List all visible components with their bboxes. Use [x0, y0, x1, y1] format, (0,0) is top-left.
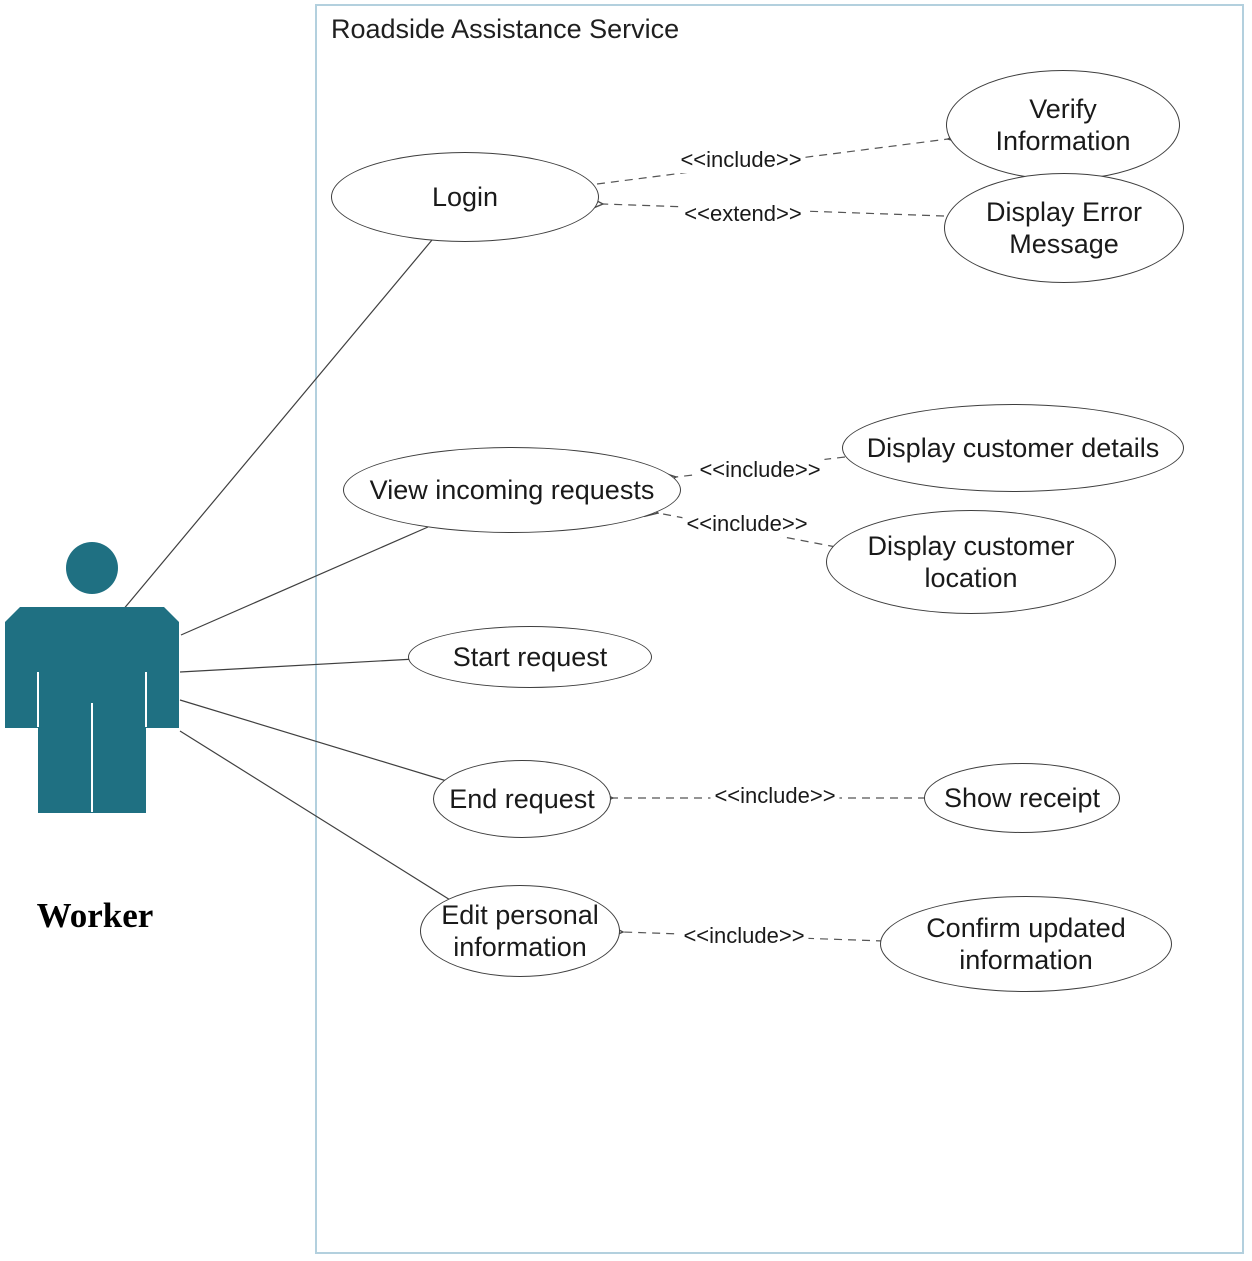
system-title: Roadside Assistance Service: [331, 14, 680, 44]
use-case-label: Start request: [452, 642, 608, 672]
use-case-verify-information[interactable]: Verify Information: [946, 70, 1180, 180]
use-case-label: End request: [449, 784, 595, 814]
association-worker-login: [121, 239, 433, 612]
stereotype-extend-label: <<extend>>: [680, 201, 806, 227]
use-case-view-incoming-requests[interactable]: View incoming requests: [343, 447, 681, 533]
use-case-label: Display customer location: [867, 531, 1075, 593]
use-case-login[interactable]: Login: [331, 152, 599, 242]
use-case-display-error-message[interactable]: Display Error Message: [944, 173, 1184, 283]
system-boundary: [315, 4, 1244, 1254]
association-worker-start-request: [179, 658, 416, 673]
use-case-label: Verify Information: [995, 94, 1131, 156]
use-case-label: Display Error Message: [985, 197, 1143, 259]
use-case-edit-personal-information[interactable]: Edit personal information: [420, 885, 620, 977]
association-worker-view-requests: [180, 526, 429, 636]
use-case-start-request[interactable]: Start request: [408, 626, 652, 688]
use-case-label: Edit personal information: [441, 900, 599, 962]
use-case-display-customer-details[interactable]: Display customer details: [842, 404, 1184, 492]
use-case-show-receipt[interactable]: Show receipt: [924, 763, 1120, 833]
use-case-label: Confirm updated information: [926, 913, 1126, 975]
use-case-confirm-updated-information[interactable]: Confirm updated information: [880, 896, 1172, 992]
stereotype-include-label: <<include>>: [695, 457, 825, 483]
stereotype-include-label: <<include>>: [679, 923, 809, 949]
use-case-label: Display customer details: [866, 433, 1160, 463]
association-worker-end-request: [179, 699, 451, 783]
stereotype-include-label: <<include>>: [676, 147, 806, 173]
actor-associations: [121, 239, 456, 904]
use-case-display-customer-location[interactable]: Display customer location: [826, 510, 1116, 614]
include-login-verify-information: [596, 139, 948, 185]
association-worker-edit-info: [179, 730, 456, 904]
actor-head: [66, 542, 118, 594]
use-case-label: Show receipt: [943, 783, 1101, 813]
stereotype-include-label: <<include>>: [710, 783, 840, 809]
use-case-end-request[interactable]: End request: [433, 760, 611, 838]
use-case-label: Login: [431, 182, 499, 212]
use-case-label: View incoming requests: [369, 475, 655, 505]
actor-worker[interactable]: [5, 542, 179, 813]
stereotype-include-label: <<include>>: [682, 511, 812, 537]
actor-name: Worker: [36, 896, 154, 935]
actor-body-detail-lines: [37, 672, 147, 812]
